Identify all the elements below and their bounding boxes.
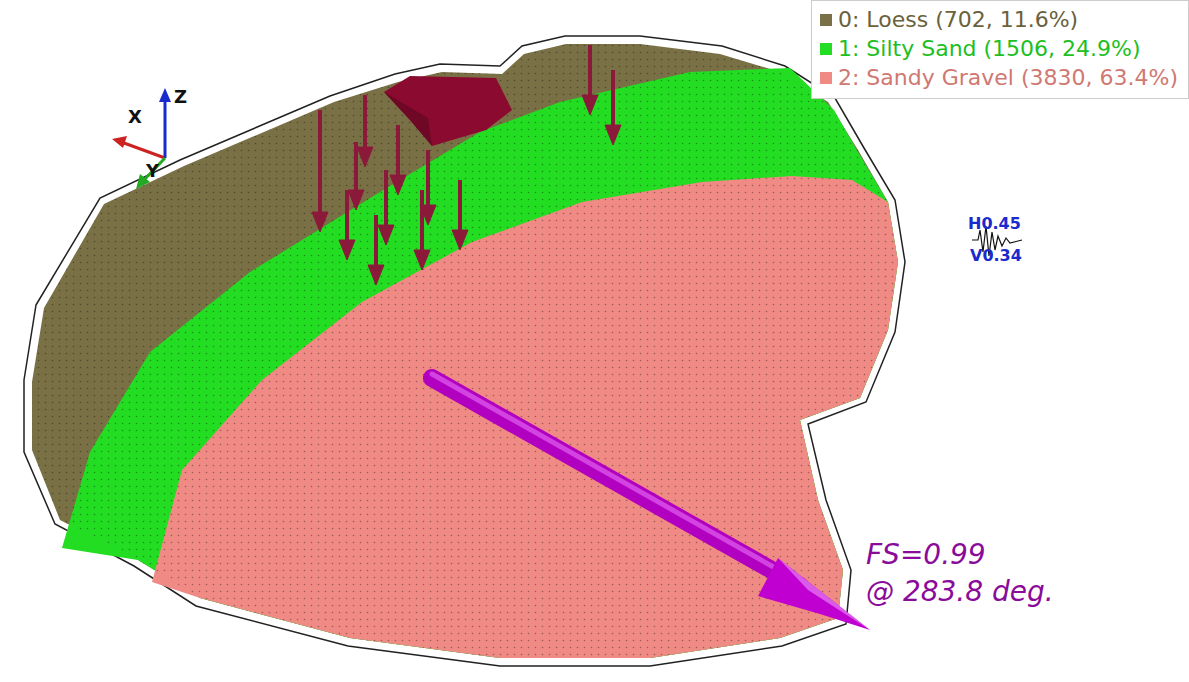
axis-triad bbox=[112, 88, 171, 189]
axis-label: Y bbox=[146, 160, 159, 181]
building-load bbox=[384, 76, 512, 146]
point-loads bbox=[312, 45, 621, 285]
failure-direction: @ 283.8 deg. bbox=[866, 575, 1054, 608]
seismic-coefficient: H0.45 bbox=[968, 214, 1021, 233]
building-side bbox=[384, 92, 432, 146]
legend-entry: 2: Sandy Gravel (3830, 63.4%) bbox=[820, 63, 1178, 92]
legend-swatch bbox=[820, 14, 832, 26]
loess-layer bbox=[32, 44, 898, 658]
axis-label: X bbox=[128, 106, 142, 127]
legend-entry: 1: Silty Sand (1506, 24.9%) bbox=[820, 34, 1178, 63]
axis-label: Z bbox=[174, 86, 187, 107]
legend-box: 0: Loess (702, 11.6%) 1: Silty Sand (1506… bbox=[811, 0, 1189, 99]
boundary-outline bbox=[24, 36, 905, 666]
legend-swatch bbox=[820, 72, 832, 84]
legend-text: 0: Loess (702, 11.6%) bbox=[838, 7, 1078, 32]
legend-entry: 0: Loess (702, 11.6%) bbox=[820, 5, 1178, 34]
factor-of-safety: FS=0.99 bbox=[866, 538, 986, 571]
legend-swatch bbox=[820, 43, 832, 55]
mesh-dots bbox=[32, 44, 898, 658]
legend-text: 2: Sandy Gravel (3830, 63.4%) bbox=[838, 65, 1178, 90]
seismic-coefficient: V0.34 bbox=[970, 246, 1022, 265]
failure-direction-arrow bbox=[432, 374, 870, 630]
legend-text: 1: Silty Sand (1506, 24.9%) bbox=[838, 36, 1141, 61]
